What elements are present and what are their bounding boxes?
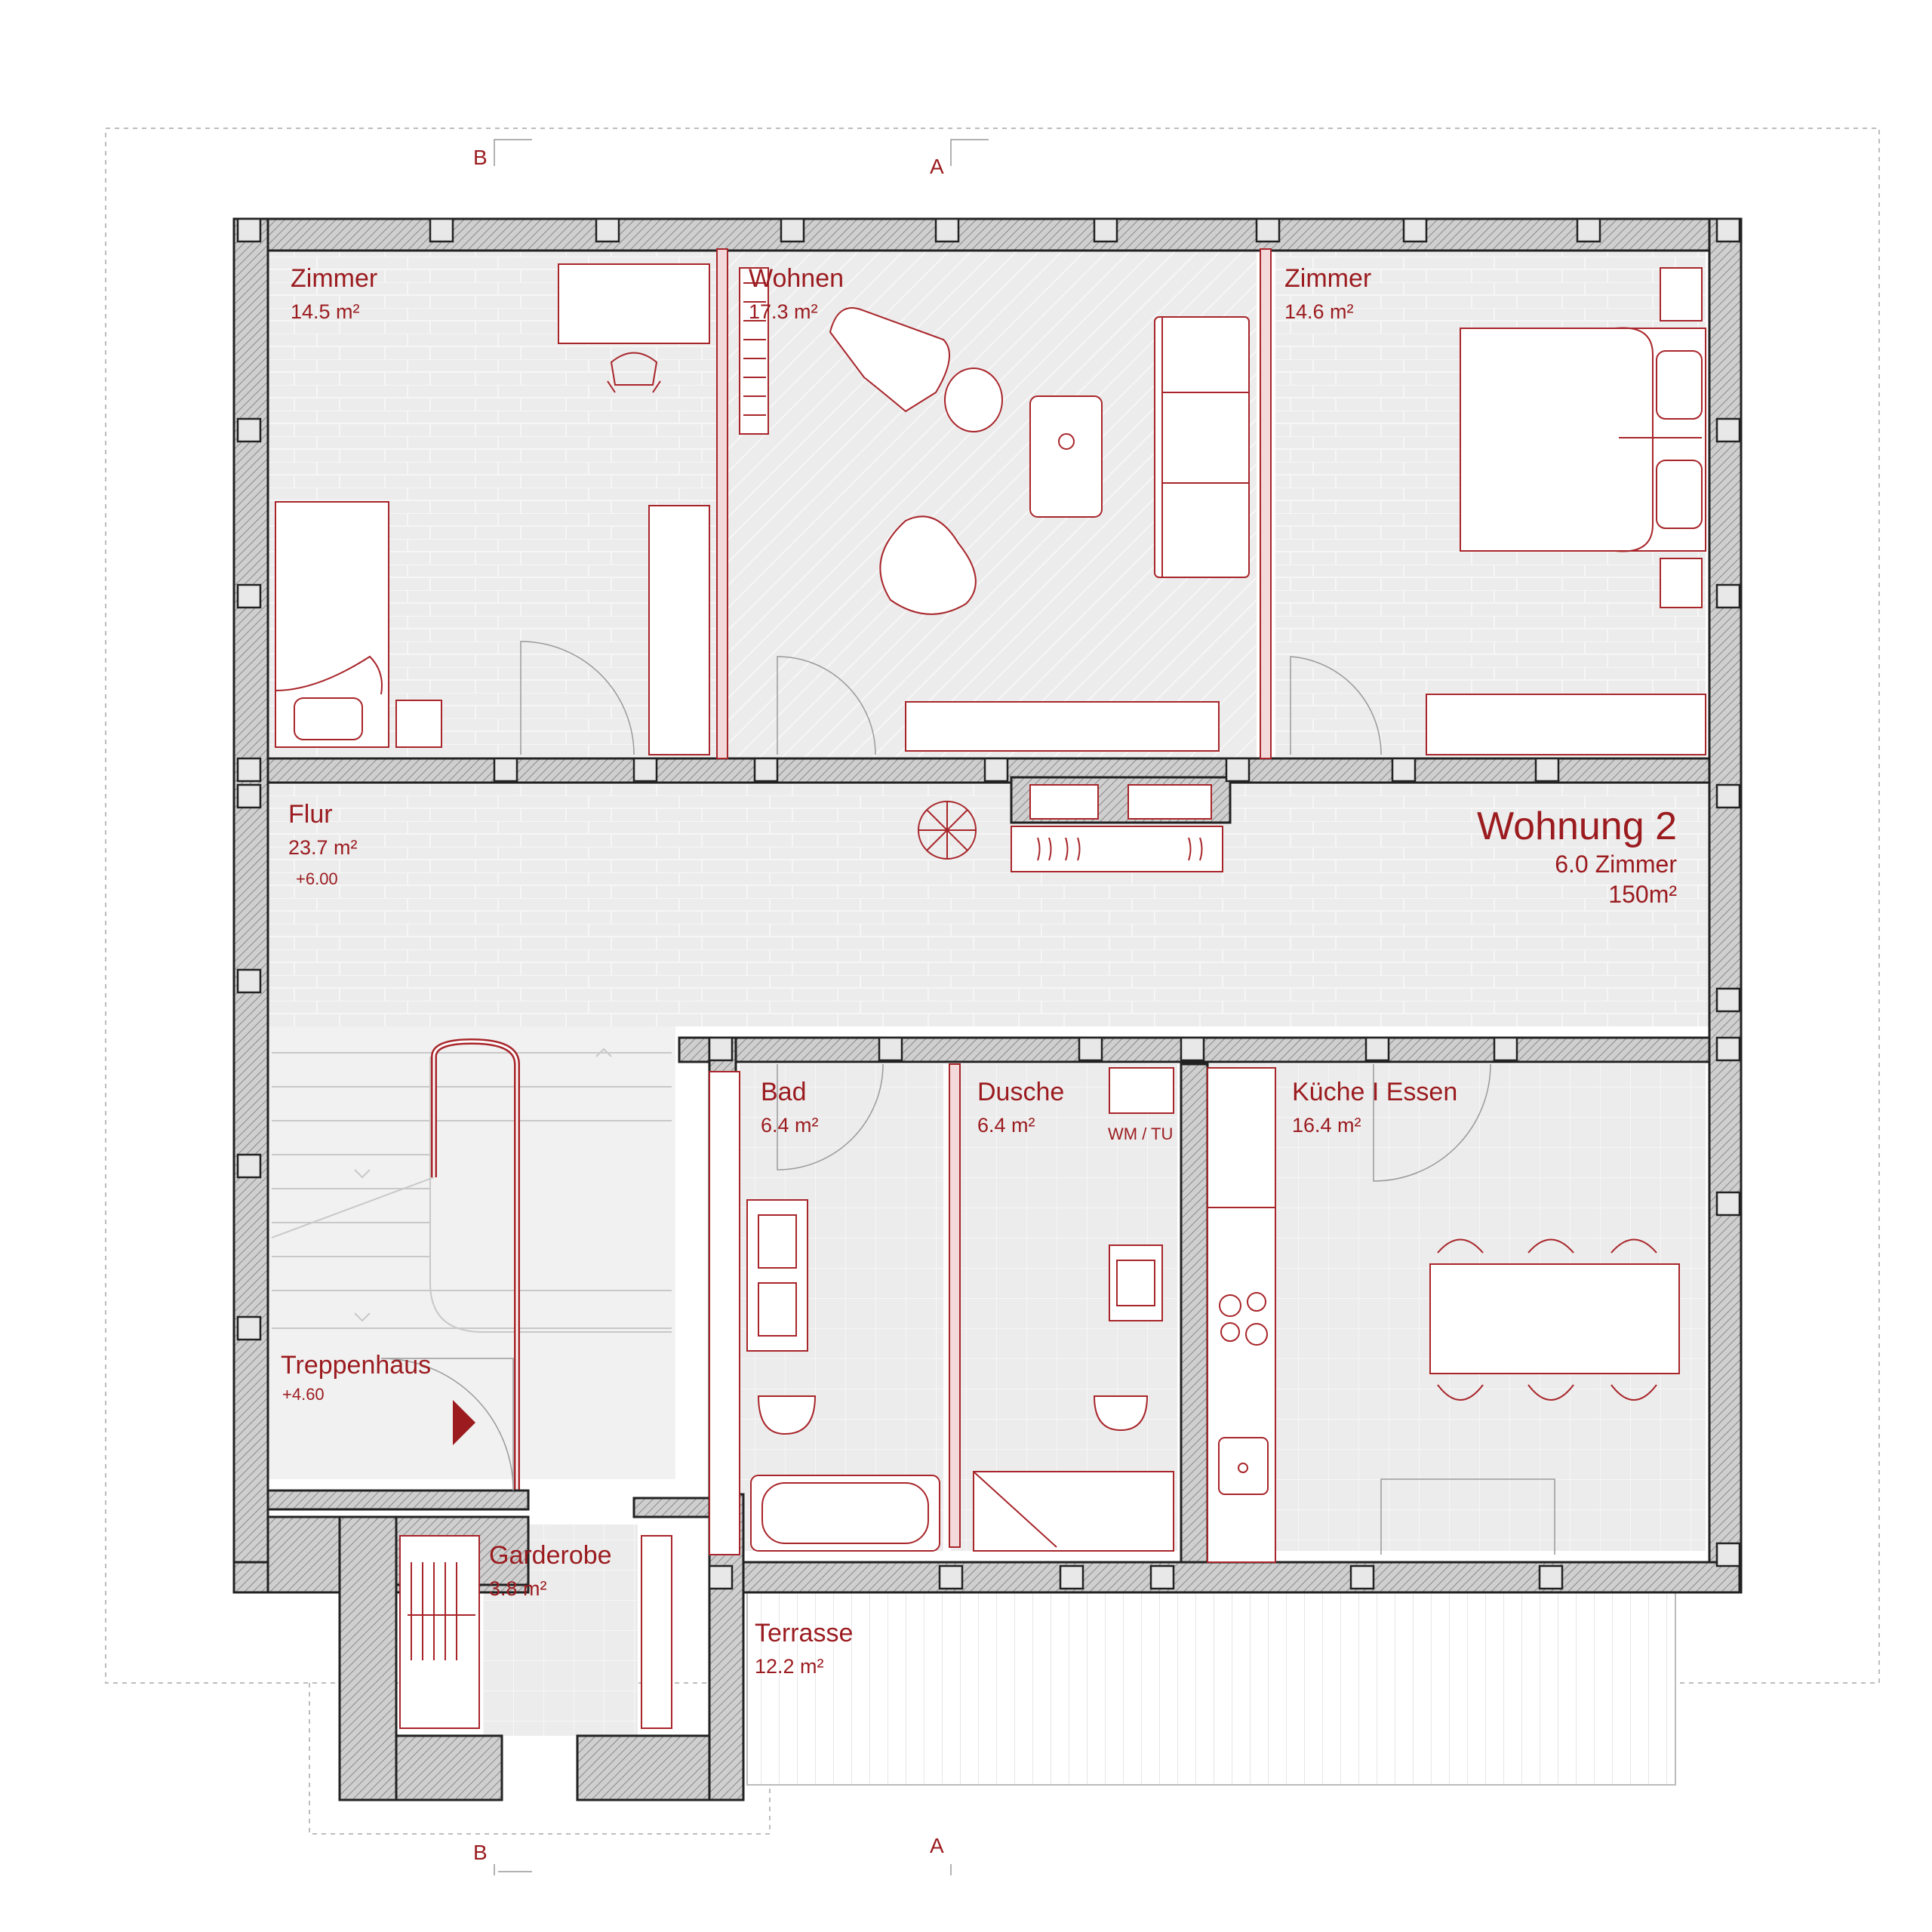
level-flur: +6.00 xyxy=(296,869,338,888)
room-area-flur: 23.7 m² xyxy=(288,836,358,859)
section-mark-a-top: A xyxy=(930,155,944,178)
apartment-rooms: 6.0 Zimmer xyxy=(1555,851,1677,878)
room-area-zimmer-left: 14.5 m² xyxy=(291,300,360,323)
terrace-deck xyxy=(746,1584,1676,1786)
door-swings xyxy=(380,641,1555,1555)
staircase xyxy=(271,1048,672,1333)
room-name-zimmer-right: Zimmer xyxy=(1284,264,1371,293)
room-area-bad: 6.4 m² xyxy=(761,1114,819,1137)
wm-tu-label: WM / TU xyxy=(1108,1124,1173,1143)
garderobe-fixtures xyxy=(399,1535,672,1729)
room-area-kueche: 16.4 m² xyxy=(1292,1114,1361,1137)
section-mark-a-bottom: A xyxy=(930,1834,944,1857)
room-name-garderobe: Garderobe xyxy=(489,1541,612,1570)
room-name-wohnen: Wohnen xyxy=(749,264,844,293)
room-area-dusche: 6.4 m² xyxy=(977,1114,1035,1137)
apartment-title: Wohnung 2 xyxy=(1477,804,1677,848)
flur-furniture xyxy=(918,784,1223,872)
apartment-area: 150m² xyxy=(1608,881,1677,908)
bad-fixtures xyxy=(709,1071,940,1555)
partitions xyxy=(716,248,1272,1548)
handrail-inner xyxy=(432,1040,518,1494)
room-name-kueche: Küche I Essen xyxy=(1292,1078,1457,1106)
section-markers xyxy=(494,139,989,1875)
room-name-dusche: Dusche xyxy=(977,1078,1064,1106)
zimmer-right-furniture xyxy=(1426,267,1706,755)
room-name-bad: Bad xyxy=(761,1078,807,1106)
dusche-fixtures xyxy=(973,1067,1174,1552)
room-area-garderobe: 3.8 m² xyxy=(489,1577,547,1600)
room-name-treppenhaus: Treppenhaus xyxy=(281,1351,431,1380)
room-name-flur: Flur xyxy=(288,800,333,829)
room-name-terrasse: Terrasse xyxy=(755,1619,853,1647)
wall-columns xyxy=(236,217,1741,1590)
zimmer-left-furniture xyxy=(275,263,710,755)
section-mark-b-bottom: B xyxy=(473,1841,488,1864)
room-area-zimmer-right: 14.6 m² xyxy=(1284,300,1354,323)
room-area-wohnen: 17.3 m² xyxy=(749,300,818,323)
section-mark-b-top: B xyxy=(473,146,488,169)
level-treppenhaus: +4.60 xyxy=(282,1385,325,1404)
room-area-terrasse: 12.2 m² xyxy=(755,1655,824,1678)
kueche-fixtures xyxy=(1207,1067,1680,1563)
floors xyxy=(268,249,1717,1736)
room-name-zimmer-left: Zimmer xyxy=(291,264,377,293)
entry-arrow-icon xyxy=(453,1400,475,1445)
wohnen-furniture xyxy=(739,267,1250,752)
